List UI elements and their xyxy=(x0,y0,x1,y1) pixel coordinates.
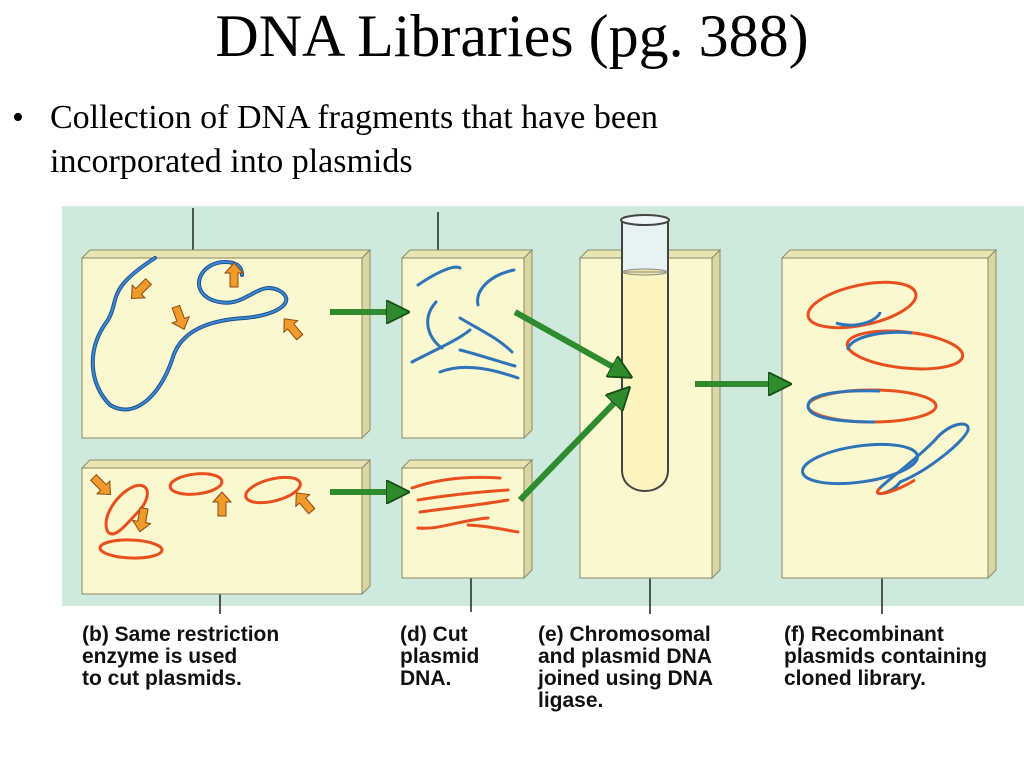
arrow-to-tube-top xyxy=(513,309,622,372)
plasmid-ring xyxy=(104,483,149,536)
plasmid-fragment xyxy=(416,488,510,502)
caption-leader-lines xyxy=(192,208,883,614)
enzyme-arrows xyxy=(89,262,316,533)
dna-fragment xyxy=(416,265,462,287)
caption-b: (b) Same restriction enzyme is used to c… xyxy=(82,623,280,690)
plasmid-ring xyxy=(168,472,224,496)
panel-test-tube xyxy=(578,214,722,580)
dna-fragment xyxy=(438,365,520,380)
enzyme-arrow xyxy=(131,506,152,533)
plasmid-fragment xyxy=(466,523,520,534)
plasmid-fragment xyxy=(418,498,510,514)
panel-recombinant-plasmids xyxy=(780,248,998,580)
plasmid-fragment xyxy=(416,516,490,530)
dna-fragment xyxy=(426,300,444,350)
caption-f: (f) Recombinant plasmids containing clon… xyxy=(784,623,988,690)
recombinant-plasmid xyxy=(806,280,918,330)
enzyme-arrow xyxy=(295,492,316,515)
test-tube xyxy=(621,220,669,492)
enzyme-arrow xyxy=(211,491,233,517)
caption-d: (d) Cut plasmid DNA. xyxy=(400,623,480,690)
plasmid-fragment xyxy=(410,475,502,490)
panel-plasmids xyxy=(80,458,372,596)
arrow-to-tube-bottom xyxy=(517,395,622,503)
bullet-text: Collection of DNA fragments that have be… xyxy=(50,99,659,180)
caption-e: (e) Chromosomal and plasmid DNA joined u… xyxy=(538,623,713,712)
dna-fragment xyxy=(458,348,517,368)
enzyme-arrow xyxy=(171,304,191,330)
plasmid-ring xyxy=(244,475,302,505)
slide-title: DNA Libraries (pg. 388) xyxy=(215,3,809,69)
bullet-marker: • xyxy=(12,99,24,136)
process-arrows xyxy=(330,312,780,500)
panel-cut-plasmid-dna xyxy=(400,458,534,580)
dna-fragment xyxy=(458,316,514,354)
enzyme-arrow xyxy=(283,318,304,341)
dna-fragment xyxy=(476,268,516,307)
enzyme-arrow xyxy=(89,473,112,496)
enzyme-arrow xyxy=(130,277,153,300)
dna-fragment xyxy=(410,328,472,364)
plasmid-ring xyxy=(98,538,164,560)
panel-chromosomal-dna xyxy=(80,248,372,440)
panel-dna-fragments xyxy=(400,248,534,440)
enzyme-arrow xyxy=(223,262,245,288)
